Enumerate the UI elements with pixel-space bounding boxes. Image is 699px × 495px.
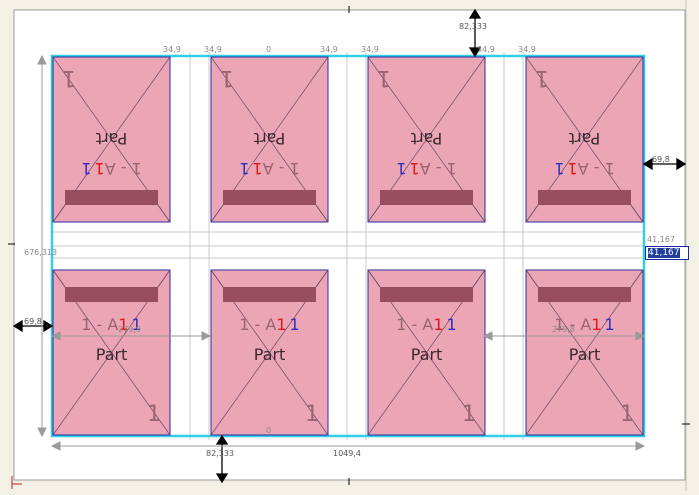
bar-corner xyxy=(630,204,644,223)
page-top-2[interactable]: 1 - A11 Part 1 xyxy=(210,56,329,223)
page-part-label: Part xyxy=(254,129,286,148)
bar-corner xyxy=(157,269,171,288)
page-code: 1 - A11 xyxy=(396,159,456,178)
page-number: 1 xyxy=(462,402,476,427)
bar-corner xyxy=(315,269,329,288)
gutter-label: 34,9 xyxy=(163,45,181,54)
header-bar xyxy=(223,190,316,205)
page-number: 1 xyxy=(620,402,634,427)
gutter-labels: 34,9 34,9 0 34,9 34,9 34,9 34,9 xyxy=(163,45,536,54)
page-number: 1 xyxy=(377,65,391,90)
page-part-label: Part xyxy=(411,345,443,364)
bar-corner xyxy=(315,204,329,223)
bottom-gutter-label: 0 xyxy=(266,426,271,435)
inner-right-label: 279,8 xyxy=(552,325,575,334)
bar-corner xyxy=(367,269,381,288)
rotated-content: 1 - A11 Part 1 xyxy=(210,65,329,223)
measure-lines xyxy=(37,54,646,451)
bar-corner xyxy=(210,204,224,223)
rotated-content: 1 - A11 Part 1 xyxy=(525,65,644,223)
header-bar xyxy=(380,190,473,205)
crop-mark xyxy=(11,476,22,489)
top-margin-label: 82,333 xyxy=(459,22,487,31)
gutter-label: 34,9 xyxy=(361,45,379,54)
inner-left-label: 279,8 xyxy=(118,325,141,334)
sheet-ticks xyxy=(8,6,690,485)
rotated-content: 1 - A11 Part 1 xyxy=(52,65,171,223)
page-part-label: Part xyxy=(96,129,128,148)
left-margin-label: 69,8 xyxy=(24,317,42,326)
gutter-label: 34,9 xyxy=(204,45,222,54)
bar-corner xyxy=(52,269,66,288)
page-number: 1 xyxy=(62,65,76,90)
page-part-label: Part xyxy=(411,129,443,148)
gutter-label: 34,9 xyxy=(477,45,495,54)
header-bar xyxy=(65,287,158,302)
bottom-margin-label: 82,333 xyxy=(206,449,234,458)
page-code: 1 - A11 xyxy=(239,159,299,178)
page-number: 1 xyxy=(220,65,234,90)
bar-corner xyxy=(157,204,171,223)
gap-value-input[interactable]: 41,167 xyxy=(645,246,689,260)
right-margin-label: 69,8 xyxy=(652,155,670,164)
height-label: 676,313 xyxy=(24,248,57,257)
header-bar xyxy=(223,287,316,302)
page-code: 1 - A11 xyxy=(554,159,614,178)
bar-corner xyxy=(367,204,381,223)
gutter-label: 34,9 xyxy=(518,45,536,54)
page-part-label: Part xyxy=(96,345,128,364)
bar-corner xyxy=(52,204,66,223)
page-part-label: Part xyxy=(569,129,601,148)
page-number: 1 xyxy=(305,402,319,427)
gutter-label: 0 xyxy=(266,45,271,54)
guide-lines xyxy=(52,52,644,440)
width-label: 1049,4 xyxy=(333,449,361,458)
bar-corner xyxy=(210,269,224,288)
page-top-1[interactable]: 1 - A11 Part 1 xyxy=(52,56,171,223)
dimension-arrows xyxy=(12,8,687,484)
gutter-label: 34,9 xyxy=(320,45,338,54)
page-part-label: Part xyxy=(254,345,286,364)
page-top-4[interactable]: 1 - A11 Part 1 xyxy=(525,56,644,223)
bar-corner xyxy=(472,204,486,223)
content-boundary[interactable] xyxy=(50,54,646,438)
rotated-content: 1 - A11 Part 1 xyxy=(367,65,486,223)
page-code: 1 - A11 xyxy=(81,159,141,178)
bar-corner xyxy=(525,269,539,288)
page-number: 1 xyxy=(535,65,549,90)
bar-corner xyxy=(525,204,539,223)
page-number: 1 xyxy=(147,402,161,427)
page-part-label: Part xyxy=(569,345,601,364)
bar-corner xyxy=(630,269,644,288)
bar-corner xyxy=(472,269,486,288)
header-bar xyxy=(65,190,158,205)
header-bar xyxy=(380,287,473,302)
page-top-3[interactable]: 1 - A11 Part 1 xyxy=(367,56,486,223)
header-bar xyxy=(538,190,631,205)
row-gap-ghost-label: 41,167 xyxy=(647,235,675,244)
header-bar xyxy=(538,287,631,302)
